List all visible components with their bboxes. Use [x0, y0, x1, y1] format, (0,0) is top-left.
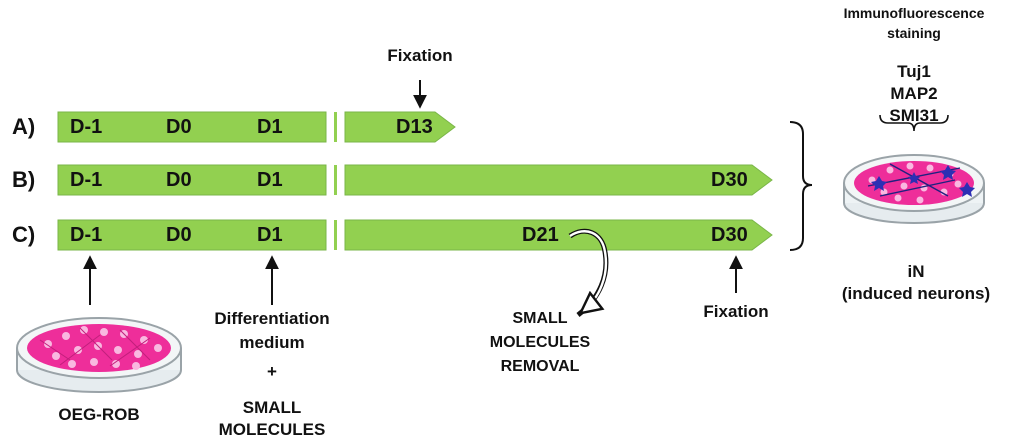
row-b-day-d30: D30	[711, 169, 748, 191]
differentiation-label: Differentiation	[214, 309, 330, 328]
row-b-day-d1: D1	[257, 169, 283, 191]
row-c-day-d30: D30	[711, 224, 748, 246]
row-b-day-d0: D0	[166, 169, 192, 191]
row-a-day-d1: D1	[257, 116, 283, 138]
row-a-day-d-1: D-1	[70, 116, 103, 138]
staining-label: staining	[887, 25, 941, 41]
row-c-day-d0: D0	[166, 224, 192, 246]
small-molecules-line2: MOLECULES	[218, 420, 326, 439]
immunofluorescence-label: Immunofluorescence	[843, 5, 985, 21]
row-b-day-d-1: D-1	[70, 169, 103, 191]
row-c-label: C)	[12, 222, 36, 247]
removal-label-line3: REMOVAL	[500, 358, 580, 375]
induced-neurons-label: (induced neurons)	[841, 284, 991, 303]
oeg-rob-dish-image	[16, 317, 182, 393]
fixation-top-label: Fixation	[387, 46, 453, 65]
removal-label-line1: SMALL	[512, 310, 568, 327]
plus-sign: +	[267, 362, 277, 381]
row-c-timeline-bar	[57, 219, 773, 251]
markers-bracket	[879, 114, 949, 132]
row-a-label: A)	[12, 114, 36, 139]
in-label: iN	[907, 262, 925, 281]
small-molecules-line1: SMALL	[242, 398, 302, 417]
removal-arrow	[569, 230, 608, 312]
row-c-day-d21: D21	[522, 224, 559, 246]
row-a-day-d0: D0	[166, 116, 192, 138]
row-c-day-d1: D1	[257, 224, 283, 246]
oeg-rob-label: OEG-ROB	[58, 405, 140, 424]
row-b-label: B)	[12, 167, 36, 192]
row-b-timeline-bar	[57, 164, 773, 196]
marker-tuj1: Tuj1	[897, 62, 931, 81]
rows-bracket	[789, 121, 813, 251]
row-a-day-d13: D13	[396, 116, 433, 138]
removal-label-line2: MOLECULES	[489, 334, 591, 351]
marker-smi31: SMI31	[889, 106, 939, 125]
marker-map2: MAP2	[890, 84, 938, 103]
row-c-day-d-1: D-1	[70, 224, 103, 246]
row-a-timeline-bar	[57, 111, 456, 143]
fixation-bottom-label: Fixation	[703, 302, 769, 321]
medium-label: medium	[239, 333, 305, 352]
stained-neuron-dish-image	[843, 154, 985, 224]
